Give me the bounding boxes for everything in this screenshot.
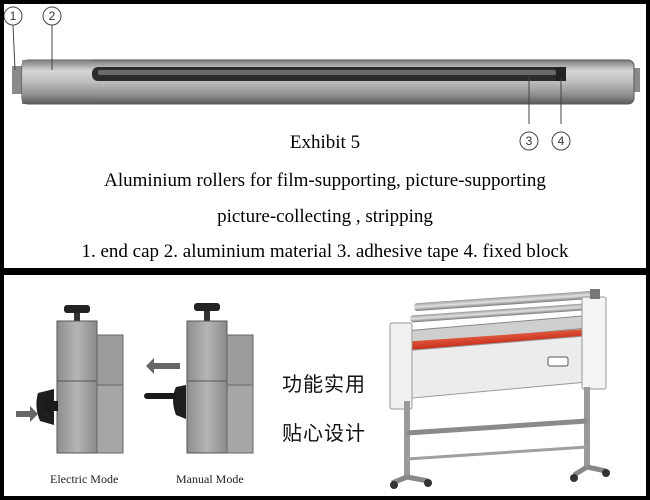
exhibit-title: Exhibit 5	[289, 132, 361, 153]
laminator-machine-image	[389, 289, 610, 489]
top-roller-2	[410, 302, 594, 323]
feature-text-design: 贴心设计	[282, 421, 366, 445]
svg-text:2: 2	[49, 9, 56, 23]
description-line-2: picture-collecting , stripping	[217, 206, 433, 227]
callout-2: 2	[42, 6, 62, 70]
description-line-1: Aluminium rollers for film-supporting, p…	[104, 170, 546, 191]
end-cap-right	[630, 68, 640, 92]
callout-1: 1	[4, 6, 23, 71]
fixed-block	[556, 67, 566, 81]
svg-text:1: 1	[10, 9, 17, 23]
manual-mode-label: Manual Mode	[176, 472, 244, 486]
callout-3-circle: 3	[519, 131, 539, 151]
left-housing	[389, 322, 413, 410]
svg-text:4: 4	[558, 134, 565, 148]
electric-mode-label: Electric Mode	[50, 472, 119, 486]
feature-text-practical: 功能实用	[282, 372, 366, 396]
control-label	[547, 356, 569, 367]
electric-mode-diagram	[16, 305, 124, 454]
roller-band-left	[22, 60, 92, 104]
top-roller	[414, 290, 594, 312]
end-cap-left	[12, 66, 24, 94]
right-housing	[581, 296, 607, 390]
manual-mode-diagram	[144, 303, 254, 454]
parts-legend: 1. end cap 2. aluminium material 3. adhe…	[81, 241, 569, 262]
adhesive-tape-highlight	[98, 70, 556, 75]
exhibit-panel: 1 2 3 4 Exhibit 5 Aluminium rollers for …	[4, 4, 646, 268]
aluminium-roller-diagram: 1 2	[4, 6, 640, 124]
callout-4-circle: 4	[551, 131, 571, 151]
callout-circles-lower: 3 4	[519, 131, 571, 151]
svg-text:3: 3	[526, 134, 533, 148]
mode-diagrams	[16, 303, 254, 454]
product-panel: Electric Mode Manual Mode 功能实用 贴心设计	[4, 275, 646, 496]
